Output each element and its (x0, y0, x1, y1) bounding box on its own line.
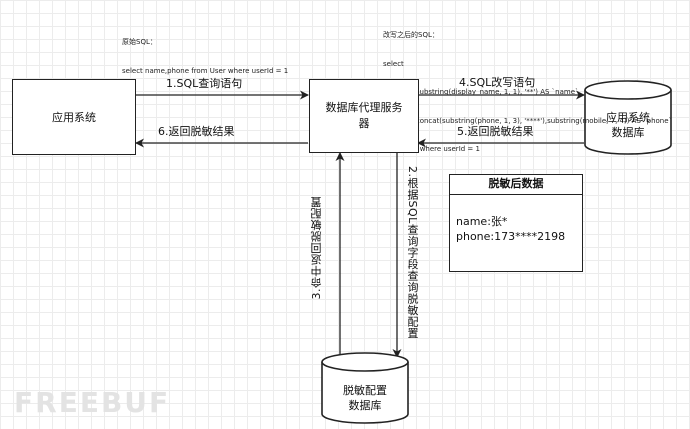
original-sql-note: 原始SQL： select name,phone from User where… (122, 19, 288, 86)
edge-step2-label: 2.根据SQL查询字段查询脱敏配置 (406, 166, 419, 339)
db-proxy-label-line2: 器 (358, 117, 370, 130)
app-system-node: 应用系统 (12, 79, 136, 155)
rewritten-sql-line: concat(substring(display_name, 1, 1), '*… (383, 88, 581, 96)
rewritten-sql-line: from User where userId = 1 (383, 145, 480, 153)
edge-step5-label: 5.返回脱敏结果 (457, 125, 534, 138)
app-database-label-line1: 应用系统 (606, 111, 650, 124)
masked-result-name: name:张* (456, 215, 508, 228)
config-database-cylinder (321, 352, 409, 424)
config-database-label-line1: 脱敏配置 (343, 384, 387, 397)
rewritten-sql-line: concat(concat(substring(phone, 1, 3), '*… (383, 116, 673, 125)
masked-result-title: 脱敏后数据 (450, 175, 582, 195)
rewritten-sql-line: select (383, 59, 404, 68)
freebuf-watermark: FREEBUF (14, 386, 171, 419)
masked-result-card: 脱敏后数据 name:张* phone:173****2198 (449, 174, 583, 272)
config-database-label-line2: 数据库 (348, 399, 382, 412)
masked-result-body: name:张* phone:173****2198 (450, 195, 582, 244)
db-proxy-node: 数据库代理服务 器 (309, 79, 419, 153)
config-database-label: 脱敏配置 数据库 (322, 383, 408, 413)
edge-step4-label: 4.SQL改写语句 (459, 76, 536, 89)
edge-step6-label: 6.返回脱敏结果 (158, 125, 235, 138)
app-database-label-line2: 数据库 (611, 126, 645, 139)
original-sql-heading: 原始SQL： (122, 38, 157, 46)
app-database-cylinder (584, 80, 672, 155)
app-database-label: 应用系统 数据库 (585, 110, 671, 140)
masked-result-phone: phone:173****2198 (456, 230, 566, 243)
app-system-label: 应用系统 (52, 111, 96, 124)
edge-step1-label: 1.SQL查询语句 (166, 77, 243, 90)
original-sql-query: select name,phone from User where userId… (122, 66, 289, 75)
rewritten-sql-heading: 改写之后的SQL： (383, 31, 439, 39)
db-proxy-label-line1: 数据库代理服务 (325, 101, 403, 114)
edge-step3-label: 3.命中返回脱敏配置 (310, 196, 323, 300)
